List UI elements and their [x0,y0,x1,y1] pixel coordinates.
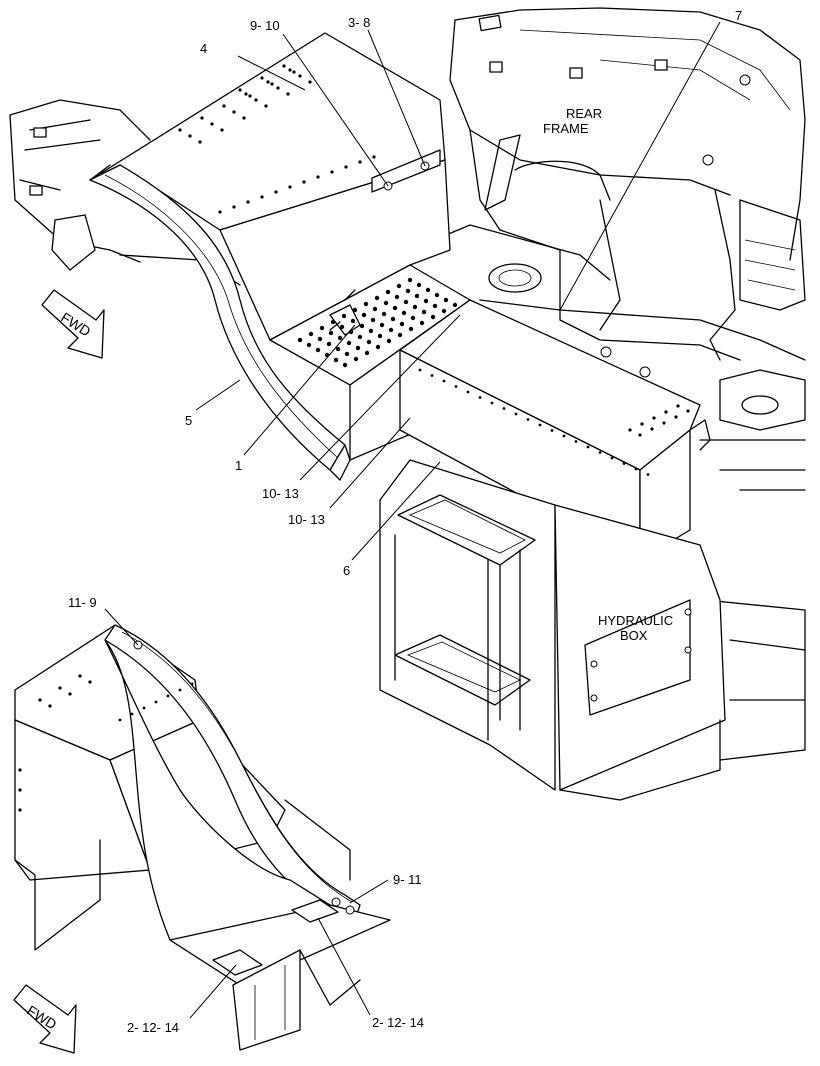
callout-9-10: 9- 10 [250,18,280,33]
callout-6: 6 [343,563,350,578]
step-ladder-assembly: HYDRAULIC BOX [379,459,726,801]
left-frame [9,99,241,286]
callout-1: 1 [235,458,242,473]
callout-9-11: 9- 11 [393,872,422,887]
hydraulic-box-label-line2: BOX [620,628,648,643]
callout-11-9: 11- 9 [68,595,97,610]
detail-step-panel [104,639,331,986]
fwd-arrow-bottom: FWD [13,984,77,1054]
detail-side-panel [14,719,151,881]
callout-5: 5 [185,413,192,428]
rear-frame-label-line1: REAR [566,106,602,121]
fender-assembly [89,32,711,561]
callout-2-12-14-b: 2- 12- 14 [372,1015,424,1030]
fwd-arrow-top: FWD [41,289,105,359]
leader-lines [104,21,721,1019]
perforation-holes [18,64,690,812]
hydraulic-box-label-line1: HYDRAULIC [598,613,673,628]
callout-3-8: 3- 8 [348,15,370,30]
detail-leg [232,949,301,1051]
callout-labels: 4 9- 10 3- 8 7 5 1 10- 13 10- 13 6 11- 9… [68,8,742,1035]
rear-frame-label-line2: FRAME [543,121,589,136]
detail-fender-view [14,624,391,1051]
callout-10-13-a: 10- 13 [262,486,299,501]
callout-7: 7 [735,8,742,23]
callout-10-13-b: 10- 13 [288,512,325,527]
callout-4: 4 [200,41,207,56]
hydraulic-box-panel [584,599,691,716]
callout-2-12-14-a: 2- 12- 14 [127,1020,179,1035]
